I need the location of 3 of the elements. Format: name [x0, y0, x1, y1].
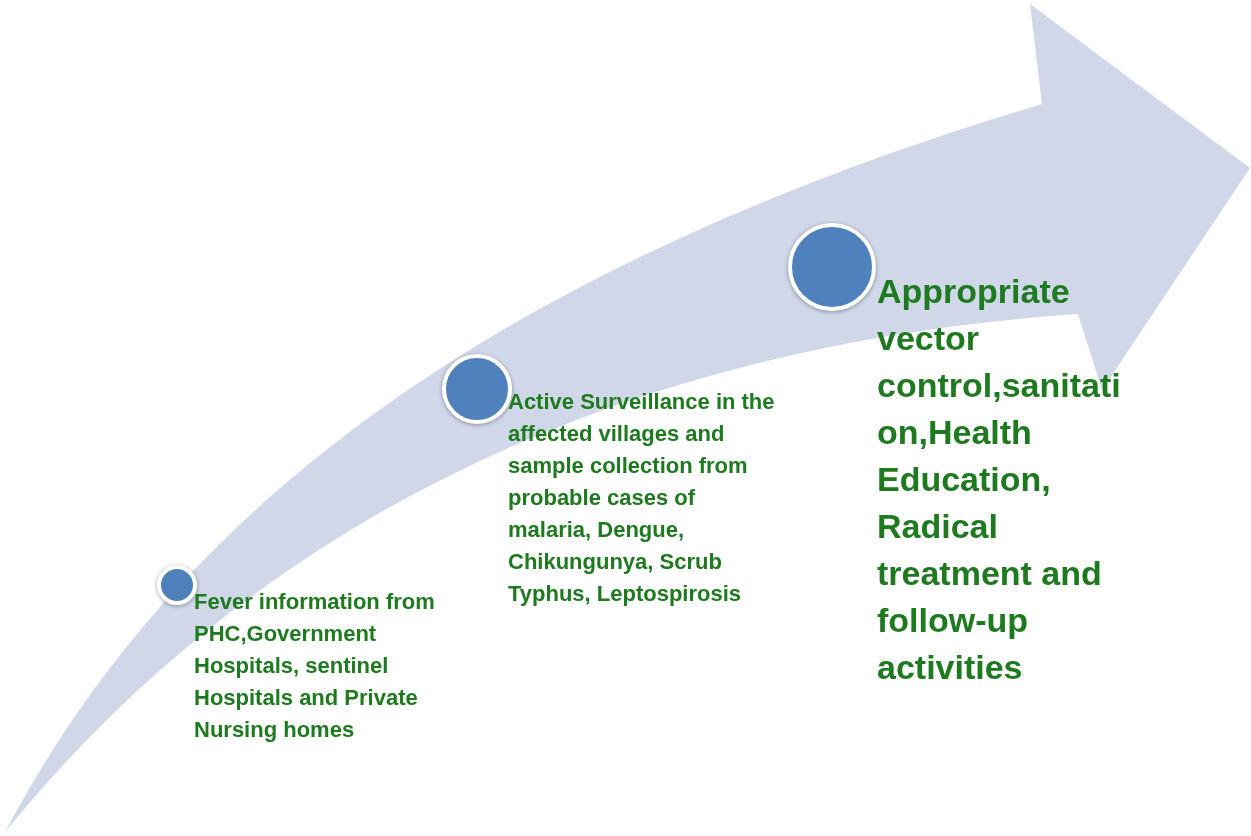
step-description: Appropriate vector control,sanitation,Health Education, Radical treatment and follow-up activities — [877, 271, 1122, 688]
step-description: Fever information from PHC,Government Hospitals, sentinel Hospitals and Private Nursing homes — [194, 588, 436, 744]
step-description: Active Surveillance in the affected villages and sample collection from probable cases of malaria, Dengue, Chikungunya, Scrub Typhus, Leptospirosis — [508, 388, 776, 608]
